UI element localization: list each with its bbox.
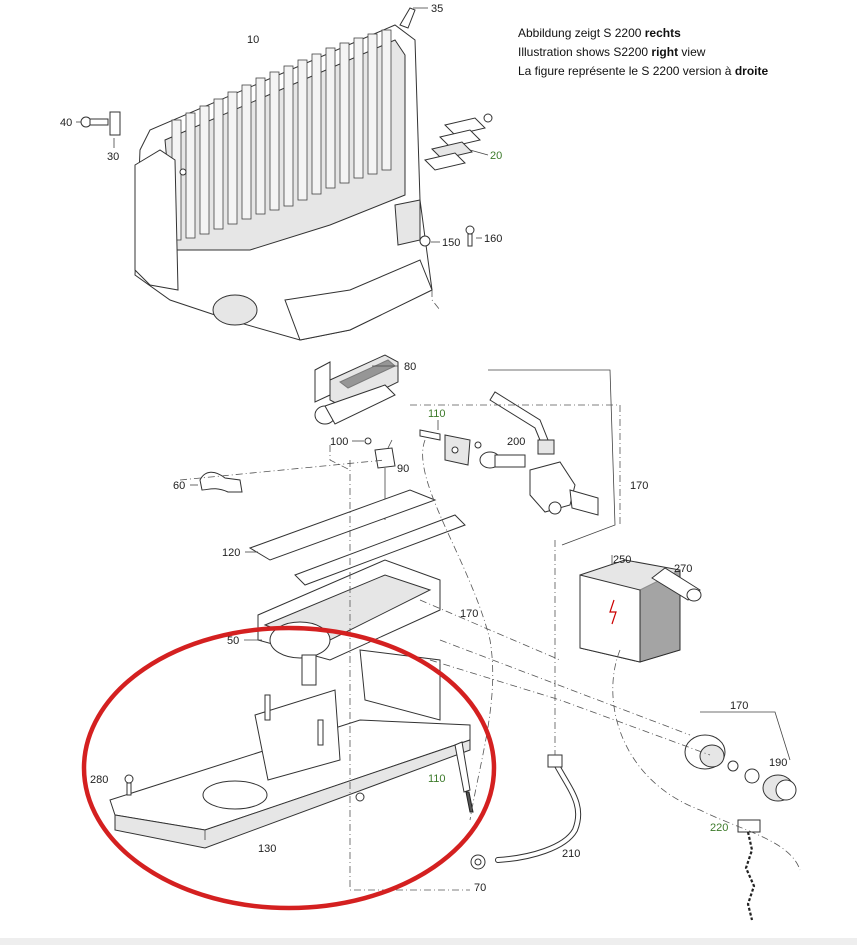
callout-210: 210 xyxy=(562,848,580,860)
caption-english: Illustration shows S2200 right view xyxy=(518,45,706,59)
callout-60: 60 xyxy=(173,480,185,492)
callout-130: 130 xyxy=(258,843,276,855)
part-100-screw xyxy=(352,437,372,445)
callout-170-bracket: 170 xyxy=(460,608,478,620)
part-160-screw xyxy=(465,225,482,247)
callout-110-lower: 110 xyxy=(428,773,446,785)
callout-35: 35 xyxy=(431,3,443,15)
callout-190: 190 xyxy=(769,757,787,769)
callout-160: 160 xyxy=(484,233,502,245)
part-70-union-nut xyxy=(470,854,486,870)
part-190-control-knob xyxy=(762,774,797,802)
callout-40: 40 xyxy=(60,117,72,129)
callout-280: 280 xyxy=(90,774,108,786)
callout-200: 200 xyxy=(507,436,525,448)
part-120-gasket-frame xyxy=(245,489,466,586)
part-90-ignition-electrode xyxy=(374,439,396,520)
part-170-knob-assembly xyxy=(684,711,791,784)
callout-10: 10 xyxy=(247,34,259,46)
callout-120: 120 xyxy=(222,547,240,559)
part-220-piezo-lead xyxy=(737,819,761,921)
highlight-ring xyxy=(81,625,497,911)
part-10-heat-exchanger xyxy=(134,24,433,341)
callout-220: 220 xyxy=(710,822,728,834)
part-210-gas-pipe xyxy=(495,754,582,863)
part-110-thermocouple-upper xyxy=(419,420,482,466)
part-270-battery xyxy=(651,567,702,602)
part-170-gas-valve-assembly xyxy=(488,369,616,546)
callout-20: 20 xyxy=(490,150,502,162)
caption-french: La figure représente le S 2200 version à… xyxy=(518,64,769,78)
part-110-thermocouple-lower xyxy=(454,741,474,813)
part-130-base-plate xyxy=(109,649,471,849)
part-35-sensor-pin xyxy=(399,7,428,29)
callout-100: 100 xyxy=(330,436,348,448)
part-30-bracket xyxy=(109,111,121,148)
callout-50: 50 xyxy=(227,635,239,647)
part-200-valve-insert xyxy=(479,451,526,469)
part-20-gasket-set xyxy=(424,113,493,171)
callout-170-valve: 170 xyxy=(630,480,648,492)
part-150-nut xyxy=(419,235,440,247)
part-40-screw xyxy=(76,116,109,128)
callout-labels: 35 10 40 30 20 150 160 80 110 200 100 90… xyxy=(60,3,787,894)
callout-70: 70 xyxy=(474,882,486,894)
caption-german: Abbildung zeigt S 2200 rechts xyxy=(518,26,681,40)
part-280-screw xyxy=(124,774,134,796)
callout-270: 270 xyxy=(674,563,692,575)
callout-150: 150 xyxy=(442,237,460,249)
callout-170-knob: 170 xyxy=(730,700,748,712)
callout-250: 250 xyxy=(613,554,631,566)
callout-90: 90 xyxy=(397,463,409,475)
part-80-burner xyxy=(314,354,399,425)
heat-exchanger-fins xyxy=(171,29,392,241)
callout-80: 80 xyxy=(404,361,416,373)
callout-110-upper: 110 xyxy=(428,408,446,420)
callout-30: 30 xyxy=(107,151,119,163)
assembly-lines xyxy=(179,290,801,891)
bottom-strip xyxy=(0,938,857,945)
part-60-pilot-tube xyxy=(190,471,243,493)
